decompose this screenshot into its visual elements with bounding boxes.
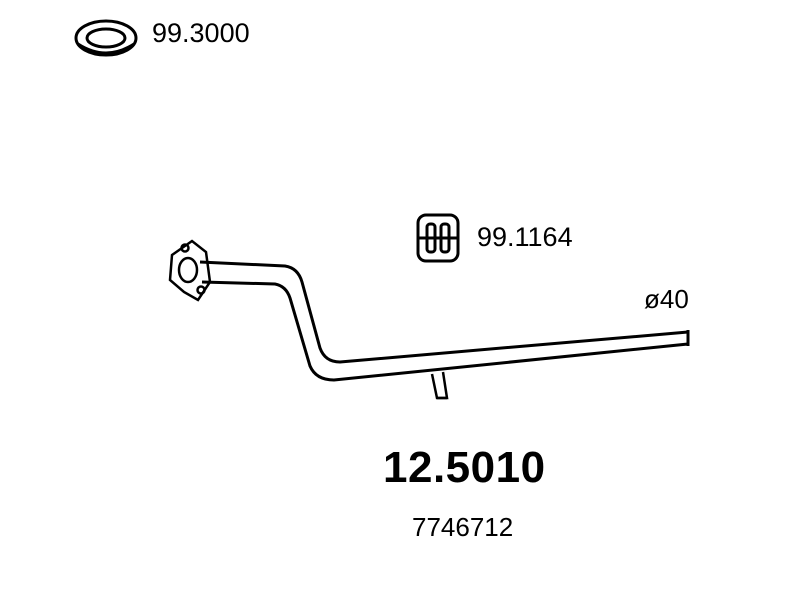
gasket-code-label: 99.3000 xyxy=(152,18,250,48)
diameter-label: ø40 xyxy=(644,284,689,314)
mount-code-label: 99.1164 xyxy=(477,222,573,252)
sensor-stub xyxy=(430,371,449,400)
part-number: 12.5010 xyxy=(383,443,546,492)
rubber-mount-icon xyxy=(416,213,460,263)
oe-number: 7746712 xyxy=(412,512,514,542)
flange xyxy=(168,239,212,302)
pipe-body xyxy=(199,260,690,382)
gasket-ring-icon xyxy=(74,19,138,57)
